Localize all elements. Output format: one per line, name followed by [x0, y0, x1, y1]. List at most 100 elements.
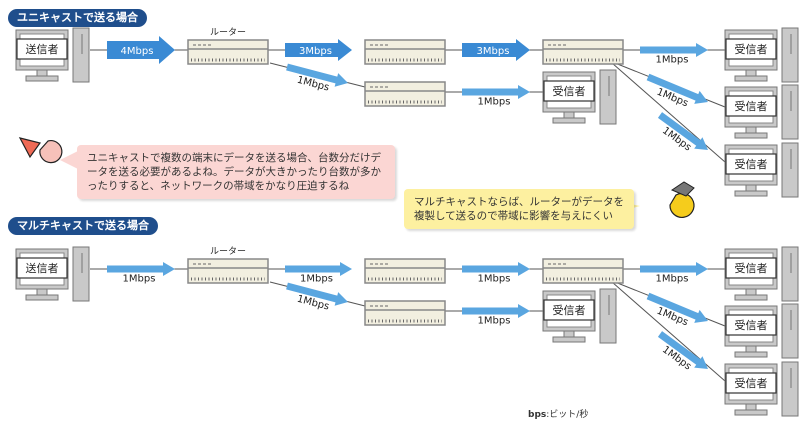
- arrow-sender-to-router1: 4Mbps: [107, 36, 175, 64]
- receiver-computer-1: 受信者: [724, 246, 799, 302]
- arrow-shape: [462, 262, 530, 276]
- monitor-neck: [563, 330, 575, 338]
- pc-tower: [781, 303, 799, 359]
- router-body: [364, 39, 446, 65]
- computer-label: 受信者: [735, 43, 768, 56]
- pc-tower: [781, 27, 799, 83]
- arrow-router3-to-receiver2: 1Mbps: [646, 292, 708, 328]
- monitor-base: [552, 117, 586, 124]
- unicast-note-text: ユニキャストで複数の端末にデータを送る場合、台数分だけデータを送る必要があるよね…: [87, 152, 381, 192]
- pc-tower: [781, 142, 799, 198]
- router-body: [364, 81, 446, 107]
- label-box: [725, 153, 777, 175]
- label-box: [725, 95, 777, 117]
- monitor-base: [734, 409, 768, 416]
- monitor-neck: [36, 288, 48, 296]
- monitor-neck: [745, 403, 757, 411]
- label-box: [725, 314, 777, 336]
- arrow-shape: [657, 112, 708, 151]
- monitor-neck: [745, 288, 757, 296]
- arrow-shape: [657, 331, 708, 370]
- bandwidth-label: 1Mbps: [656, 274, 689, 285]
- bandwidth-label: 1Mbps: [478, 97, 511, 108]
- pc-tower: [72, 27, 90, 83]
- pc-tower: [72, 246, 90, 302]
- receiver-computer-3: 受信者: [724, 142, 799, 198]
- arrow-router2-to-router3: 1Mbps: [462, 262, 530, 285]
- pc-tower: [781, 361, 799, 417]
- multicast-note-text: マルチキャストならば、ルーターがデータを複製して送るので帯域に影響を与えにくい: [414, 196, 624, 222]
- router-body: [364, 300, 446, 326]
- router-label: ルーター: [210, 27, 246, 38]
- monitor-neck: [745, 184, 757, 192]
- label-box: [725, 372, 777, 394]
- router-3: [542, 39, 624, 65]
- computer-label: 受信者: [735, 100, 768, 113]
- pink-bubble-tail: [60, 150, 80, 170]
- computer-label: 受信者: [553, 304, 586, 317]
- receiver-computer-mid: 受信者: [542, 288, 617, 344]
- arrow-shape: [286, 282, 349, 306]
- router-2: [364, 39, 446, 65]
- arrow-router4-to-receiver: 1Mbps: [462, 304, 530, 327]
- bandwidth-label: 1Mbps: [300, 274, 333, 285]
- label-box: [725, 38, 777, 60]
- character-body: [39, 140, 63, 164]
- router-body: [542, 258, 624, 284]
- arrow-shape: [640, 262, 708, 276]
- router-4: [364, 300, 446, 326]
- legend-definition: :ビット/秒: [546, 410, 589, 420]
- arrow-shape: [646, 73, 708, 104]
- receiver-computer-1: 受信者: [724, 27, 799, 83]
- arrow-shape: [107, 36, 175, 64]
- receiver-computer-3: 受信者: [724, 361, 799, 417]
- character-body: [669, 192, 695, 218]
- multicast-speech-bubble: マルチキャストならば、ルーターがデータを複製して送るので帯域に影響を与えにくい: [404, 189, 634, 229]
- arrow-sender-to-router1: 1Mbps: [107, 262, 175, 285]
- receiver-computer-mid: 受信者: [542, 69, 617, 125]
- monitor-neck: [745, 345, 757, 353]
- arrow-router3-to-receiver1: 1Mbps: [640, 43, 708, 66]
- computer-label: 受信者: [735, 158, 768, 171]
- arrow-shape: [107, 262, 175, 276]
- monitor-base: [734, 132, 768, 139]
- connection-line: [611, 62, 726, 163]
- monitor-base: [552, 336, 586, 343]
- legend-term: bps: [528, 410, 547, 420]
- computer-label: 受信者: [735, 377, 768, 390]
- arrow-router3-to-receiver2: 1Mbps: [646, 73, 708, 109]
- arrow-router1-to-router4: 1Mbps: [286, 63, 349, 94]
- arrow-shape: [462, 85, 530, 99]
- pc-tower: [599, 69, 617, 125]
- computer-label: 送信者: [26, 42, 59, 56]
- arrow-shape: [285, 262, 352, 276]
- monitor-base: [734, 75, 768, 82]
- router-body: [364, 258, 446, 284]
- pc-tower: [599, 288, 617, 344]
- monitor-base: [25, 294, 59, 301]
- arrow-shape: [462, 39, 530, 61]
- router-4: [364, 81, 446, 107]
- pc-tower: [781, 84, 799, 140]
- router-label: ルーター: [210, 246, 246, 257]
- label-box: [725, 257, 777, 279]
- character-hat: [18, 137, 42, 159]
- label-box: [16, 38, 68, 60]
- arrow-router4-to-receiver: 1Mbps: [462, 85, 530, 108]
- router-2: [364, 258, 446, 284]
- bandwidth-label: 3Mbps: [299, 46, 332, 57]
- label-box: [543, 299, 595, 321]
- multicast-section-title: マルチキャストで送る場合: [8, 217, 158, 235]
- label-box: [543, 80, 595, 102]
- graduation-cap: [670, 181, 695, 197]
- computer-label: 受信者: [735, 319, 768, 332]
- sender-computer: 送信者: [15, 27, 90, 83]
- bps-legend: bps:ビット/秒: [528, 407, 588, 420]
- pc-tower: [781, 246, 799, 302]
- router-1: [187, 39, 269, 65]
- router-body: [187, 258, 269, 284]
- bandwidth-label: 1Mbps: [478, 274, 511, 285]
- arrow-shape: [462, 304, 530, 318]
- sender-computer: 送信者: [15, 246, 90, 302]
